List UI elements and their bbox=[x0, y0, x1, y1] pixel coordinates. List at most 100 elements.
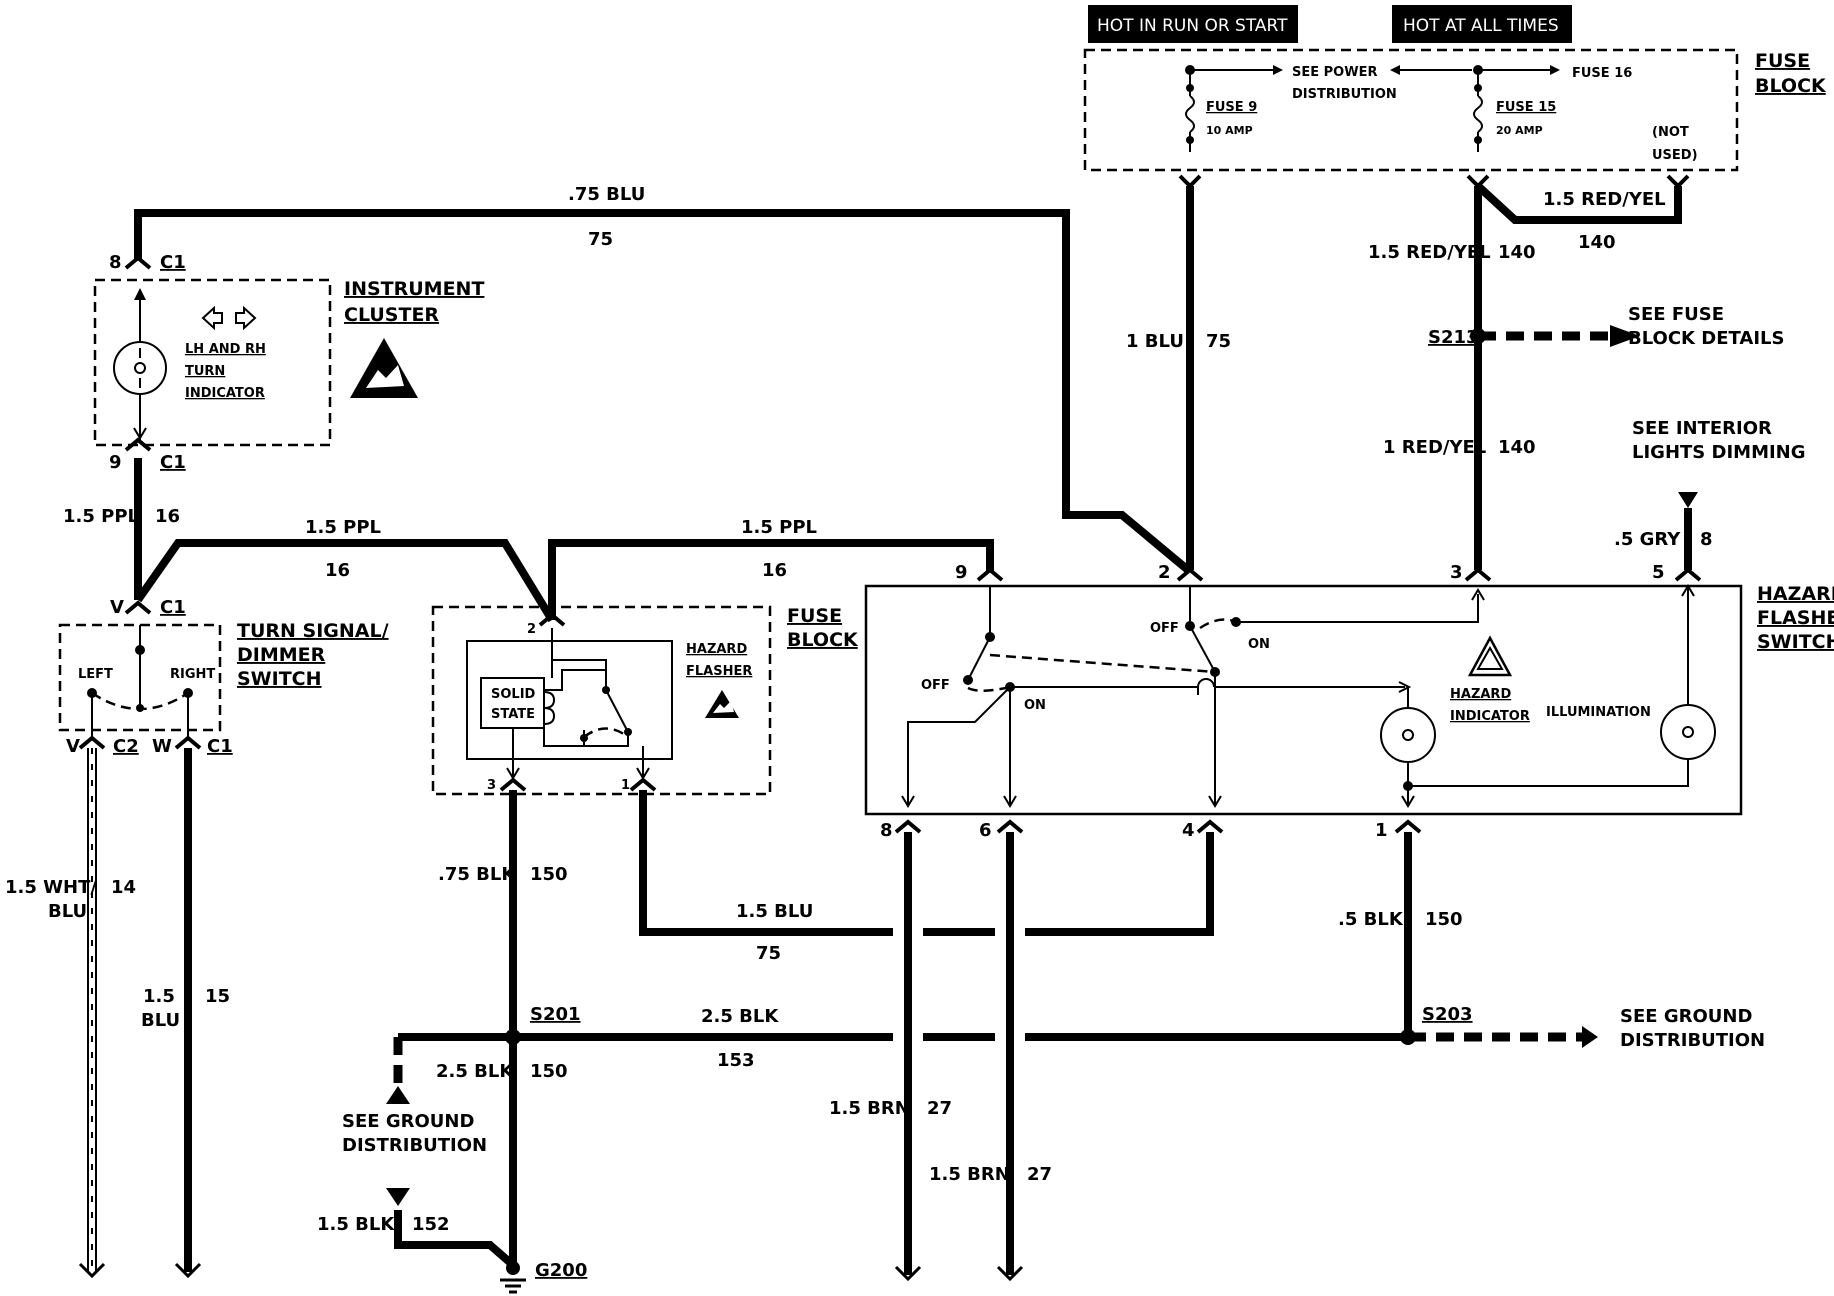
wire-75-top-number: 75 bbox=[588, 229, 613, 250]
left-right-arrows-icon bbox=[201, 305, 257, 331]
note-see-fuse-1: SEE FUSE bbox=[1628, 304, 1724, 325]
wire-150-b-label: .5 BLK bbox=[1338, 909, 1404, 930]
see-power-text-2: DISTRIBUTION bbox=[1292, 87, 1397, 102]
wire-16-right-label: 1.5 PPL bbox=[741, 517, 817, 538]
wire-150-c-number: 150 bbox=[530, 1061, 568, 1082]
wire-75-low bbox=[639, 790, 1214, 936]
turn-switch-conn-c2: C2 bbox=[113, 736, 139, 757]
wire-8-number: 8 bbox=[1700, 529, 1713, 550]
cluster-conn-c1-bottom: C1 bbox=[160, 452, 186, 473]
wire-16-mid-label: 1.5 PPL bbox=[305, 517, 381, 538]
turn-signal-dimmer-switch: V C1 LEFT RIGHT V C2 W C1 TURN SIGNAL/ D… bbox=[58, 597, 389, 757]
arrow-right-icon bbox=[1273, 65, 1283, 75]
not-used-text-1: (NOT bbox=[1652, 125, 1689, 140]
wire-14-number: 14 bbox=[111, 877, 136, 898]
wire-27-b-label: 1.5 BRN bbox=[929, 1164, 1010, 1185]
splice-s201-label: S201 bbox=[530, 1004, 581, 1025]
flasher-fuse-block-2: BLOCK bbox=[787, 629, 859, 651]
wire-27-a-number: 27 bbox=[927, 1098, 952, 1119]
splice-s201-dot bbox=[505, 1029, 521, 1045]
arrow-right-icon bbox=[1550, 65, 1560, 75]
note-see-ground-left-2: DISTRIBUTION bbox=[342, 1135, 487, 1156]
arrow-right-icon bbox=[1610, 325, 1640, 347]
hazard-flasher-module: 2 SOLID STATE 3 1 HAZARD FLASHER FUSE BL… bbox=[431, 605, 859, 796]
wire-152 bbox=[394, 1210, 516, 1269]
arrow-left-icon bbox=[1582, 1026, 1598, 1048]
wire-16-middle bbox=[134, 539, 556, 623]
wire-16-right bbox=[548, 539, 994, 620]
note-see-fuse-2: BLOCK DETAILS bbox=[1628, 328, 1784, 349]
wire-150-a-label: .75 BLK bbox=[438, 864, 516, 885]
instrument-cluster: 8 C1 9 C1 LH AND RH TURN INDICATOR INSTR… bbox=[93, 252, 484, 473]
turn-switch-title-1: TURN SIGNAL/ bbox=[237, 620, 389, 642]
wire-14-label-2: BLU bbox=[48, 901, 87, 922]
arrow-left-icon bbox=[1390, 65, 1400, 75]
cluster-indicator-text-2: TURN bbox=[185, 364, 225, 379]
ground-g200-label: G200 bbox=[535, 1260, 587, 1281]
fuse16-label: FUSE 16 bbox=[1572, 66, 1632, 81]
wire-8-label: .5 GRY bbox=[1614, 529, 1681, 550]
turn-switch-conn-c1: C1 bbox=[207, 736, 233, 757]
wire-140-low-label: 1 RED/YEL bbox=[1383, 437, 1486, 458]
splice-s203-dot bbox=[1400, 1029, 1416, 1045]
switch-title-1: HAZARD bbox=[1757, 583, 1834, 605]
turn-switch-title-2: DIMMER bbox=[237, 644, 326, 666]
not-used-text-2: USED) bbox=[1652, 148, 1698, 163]
switch-pin-1: 1 bbox=[1375, 820, 1388, 841]
fuse15-label: FUSE 15 bbox=[1496, 100, 1556, 115]
switch-pin-3: 3 bbox=[1450, 562, 1463, 583]
switch-pin-4: 4 bbox=[1182, 820, 1195, 841]
wire-75-top-label: .75 BLU bbox=[568, 184, 645, 205]
cluster-title-1: INSTRUMENT bbox=[344, 278, 484, 300]
wire-75-side-label: 1 BLU bbox=[1126, 331, 1184, 352]
turn-indicator-bulb-icon bbox=[134, 362, 147, 374]
wire-75-low-label: 1.5 BLU bbox=[736, 901, 813, 922]
wire-150-b-number: 150 bbox=[1425, 909, 1463, 930]
cluster-indicator-text-1: LH AND RH bbox=[185, 342, 266, 357]
flasher-pin-3: 3 bbox=[487, 778, 496, 793]
turn-switch-pin-w: W bbox=[152, 736, 172, 757]
wire-140-low-number: 140 bbox=[1498, 437, 1536, 458]
turn-switch-pin-v-bottom: V bbox=[66, 736, 80, 757]
switch-off-b: OFF bbox=[1150, 621, 1179, 636]
wire-140-v-label: 1.5 RED/YEL bbox=[1368, 242, 1491, 263]
esd-warning-icon bbox=[350, 338, 418, 398]
cluster-pin-8: 8 bbox=[109, 252, 122, 273]
switch-indicator-text-1: HAZARD bbox=[1450, 687, 1511, 702]
wire-75-side-number: 75 bbox=[1206, 331, 1231, 352]
wire-140-h-number: 140 bbox=[1578, 232, 1616, 253]
wire-140-horizontal bbox=[1475, 183, 1682, 224]
switch-pin-9: 9 bbox=[955, 562, 968, 583]
wire-27-b-number: 27 bbox=[1027, 1164, 1052, 1185]
switch-pin-8: 8 bbox=[880, 820, 893, 841]
header-hot-at-all-times-text: HOT AT ALL TIMES bbox=[1403, 16, 1559, 36]
note-see-ground-left-1: SEE GROUND bbox=[342, 1111, 474, 1132]
esd-warning-icon bbox=[705, 690, 739, 718]
wire-140-h-label: 1.5 RED/YEL bbox=[1543, 189, 1666, 210]
flasher-pin-2: 2 bbox=[527, 622, 536, 637]
illumination-bulb-icon bbox=[1682, 726, 1695, 738]
fuse9-symbol bbox=[1185, 95, 1195, 133]
wire-15-number: 15 bbox=[205, 986, 230, 1007]
turn-switch-conn-c1-top: C1 bbox=[160, 597, 186, 618]
turn-switch-pin-v-top: V bbox=[110, 597, 124, 618]
flasher-solid-text-1: SOLID bbox=[491, 687, 536, 702]
splice-s213-dot bbox=[1470, 328, 1486, 344]
flasher-pin-1: 1 bbox=[621, 778, 630, 793]
wire-152-number: 152 bbox=[412, 1214, 450, 1235]
wire-152-label: 1.5 BLK bbox=[317, 1214, 395, 1235]
turn-switch-right-label: RIGHT bbox=[170, 667, 215, 682]
wire-16-right-number: 16 bbox=[762, 560, 787, 581]
header-hot-in-run-or-start: HOT IN RUN OR START bbox=[1088, 5, 1298, 43]
hazard-indicator-bulb-icon bbox=[1402, 729, 1415, 741]
fuse15-amp: 20 AMP bbox=[1496, 124, 1543, 137]
hazard-flasher-switch: 9 2 3 5 OFF ON OFF ON bbox=[864, 562, 1834, 841]
wire-75-top bbox=[134, 209, 1191, 574]
wire-153-number: 153 bbox=[717, 1050, 755, 1071]
cluster-conn-c1-top: C1 bbox=[160, 252, 186, 273]
wire-14-label-1: 1.5 WHT/ bbox=[5, 877, 97, 898]
wire-150-c-label: 2.5 BLK bbox=[436, 1061, 514, 1082]
switch-off-a: OFF bbox=[921, 678, 950, 693]
wire-16-mid-number: 16 bbox=[325, 560, 350, 581]
